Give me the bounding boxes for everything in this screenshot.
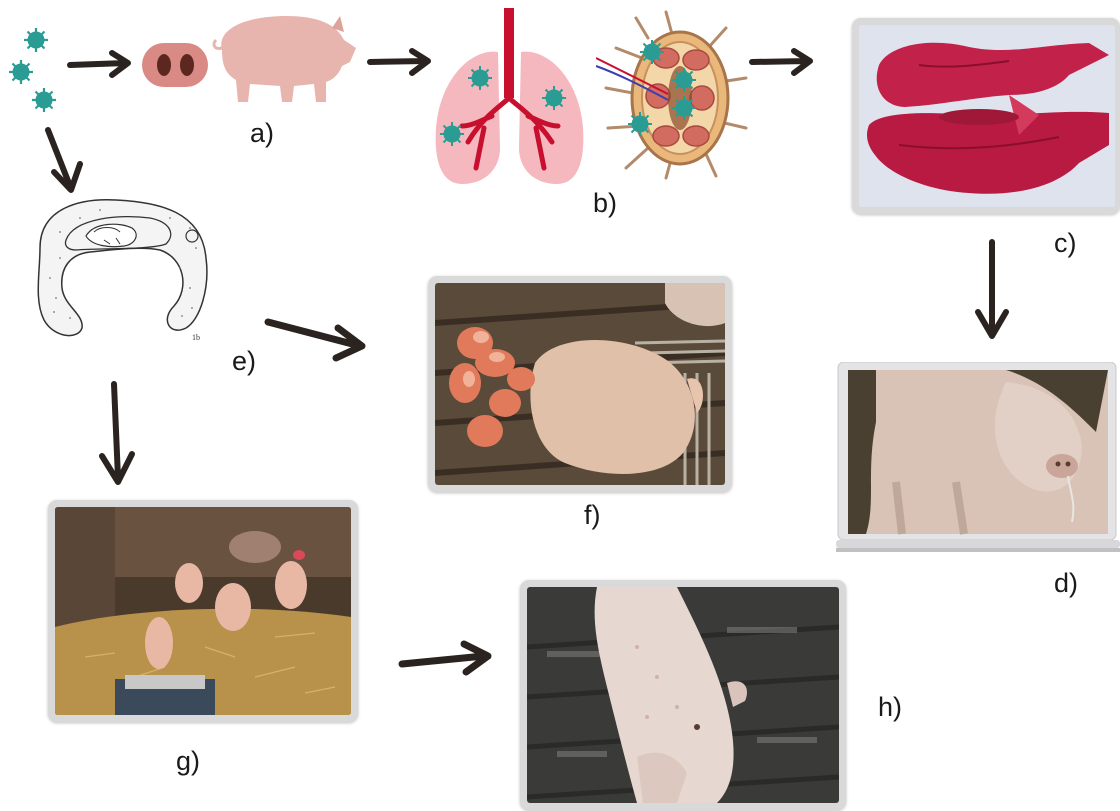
virus-icon — [628, 112, 652, 136]
lymph-node-icon — [596, 8, 756, 191]
placenta-drawing-tag: 1b — [192, 333, 200, 342]
photo-piglets — [48, 500, 358, 722]
panel-c-label: c) — [1054, 228, 1077, 259]
snout-icon — [140, 40, 210, 95]
panel-f-label: f) — [584, 500, 601, 531]
arrow-right-icon — [398, 640, 498, 685]
virus-icon — [9, 60, 33, 84]
lungs-icon — [432, 8, 587, 193]
photo-grower-pig — [520, 580, 846, 810]
virus-icon — [24, 28, 48, 52]
arrow-down-icon — [92, 382, 142, 497]
arrow-right-icon — [264, 316, 374, 367]
virus-cluster — [8, 26, 68, 118]
virus-icon — [640, 40, 664, 64]
virus-icon — [542, 86, 566, 110]
arrow-down-icon — [972, 240, 1012, 350]
panel-a-label: a) — [250, 118, 274, 149]
pig-silhouette-icon — [208, 10, 358, 110]
panel-g-label: g) — [176, 746, 200, 777]
photo-abortion — [428, 276, 732, 492]
arrow-right-icon — [750, 48, 820, 83]
panel-h-label: h) — [878, 692, 902, 723]
panel-e-label: e) — [232, 346, 256, 377]
photo-lung-lesions — [852, 18, 1120, 214]
virus-icon — [440, 122, 464, 146]
arrow-right-icon — [368, 48, 438, 83]
panel-d-label: d) — [1054, 568, 1078, 599]
virus-icon — [672, 68, 696, 92]
virus-icon — [468, 66, 492, 90]
laptop-frame — [836, 362, 1120, 558]
arrow-right-icon — [68, 50, 138, 85]
virus-icon — [672, 96, 696, 120]
virus-icon — [32, 88, 56, 112]
placenta-fetus-icon: 1b — [20, 188, 210, 346]
panel-b-label: b) — [593, 188, 617, 219]
